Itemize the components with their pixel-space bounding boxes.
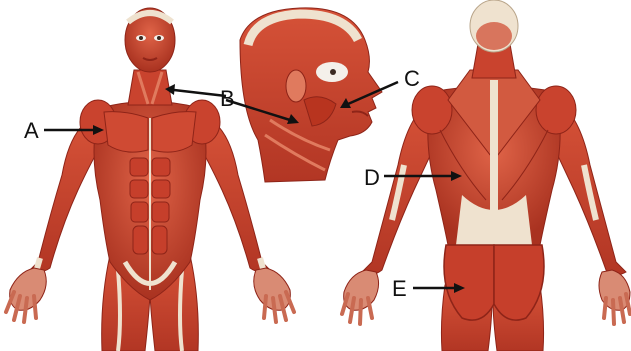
arrow-a xyxy=(44,125,104,135)
head-side-muscle-icon xyxy=(240,8,382,182)
arrow-e xyxy=(413,283,465,293)
label-c: C xyxy=(404,66,420,91)
label-b: B xyxy=(220,86,235,111)
label-a: A xyxy=(24,118,39,143)
arrow-b-neck xyxy=(165,84,226,96)
label-d: D xyxy=(364,165,380,190)
label-e: E xyxy=(392,276,407,301)
